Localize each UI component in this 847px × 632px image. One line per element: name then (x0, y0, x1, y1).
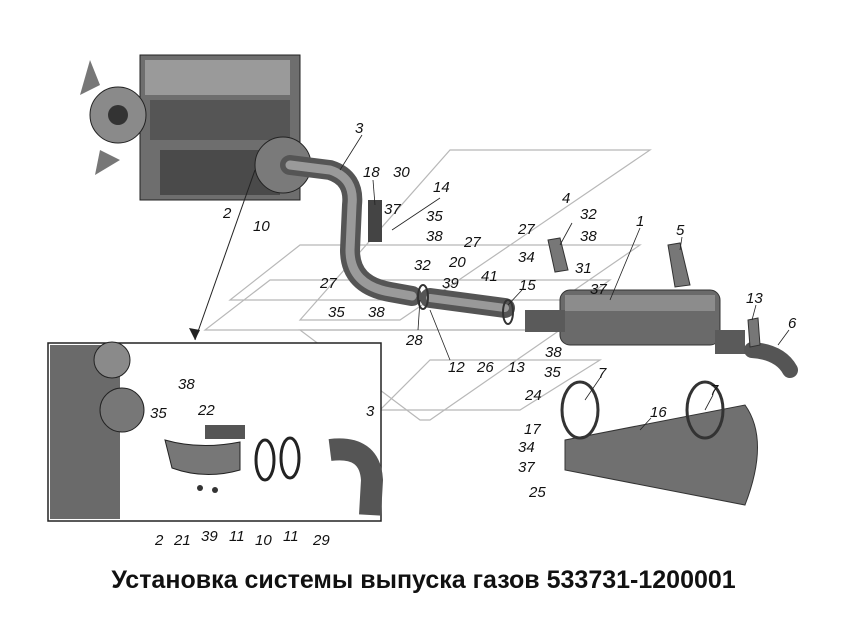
part-number-label: 38 (178, 376, 195, 393)
muffler-heat-shield (560, 380, 758, 506)
part-number-label: 29 (312, 532, 330, 549)
part-number-label: 18 (363, 164, 380, 181)
part-number-label: 39 (201, 528, 218, 545)
part-number-label: 38 (368, 304, 385, 321)
part-number-label: 12 (448, 359, 465, 376)
part-number-label: 14 (433, 179, 450, 196)
leader (194, 169, 256, 341)
part-number-label: 37 (590, 281, 607, 298)
part-number-label: 37 (518, 459, 535, 476)
bracket (747, 317, 761, 348)
part-number-label: 15 (519, 277, 536, 294)
part-number-label: 27 (319, 275, 337, 292)
part-number-label: 11 (229, 528, 245, 545)
part-number-label: 31 (575, 260, 592, 277)
engine-icon (80, 54, 312, 201)
part-number-label: 34 (518, 249, 535, 266)
part-number-label: 6 (788, 315, 797, 332)
part-number-label: 32 (414, 257, 431, 274)
part-number-label: 3 (355, 120, 364, 137)
part-number-label: 10 (253, 218, 270, 235)
muffler-icon (525, 289, 745, 354)
part-number-label: 2 (154, 532, 164, 549)
part-number-label: 38 (545, 344, 562, 361)
part-number-label: 1 (636, 213, 644, 230)
part-number-label: 35 (426, 208, 443, 225)
part-number-label: 4 (562, 190, 570, 207)
part-number-label: 17 (524, 421, 541, 438)
part-number-label: 39 (442, 275, 459, 292)
part-number-label: 35 (150, 405, 167, 422)
detail-inset (47, 341, 384, 522)
bracket (547, 237, 569, 273)
part-number-label: 10 (255, 532, 272, 549)
exhaust-pipe (280, 155, 515, 318)
part-number-label: 41 (481, 268, 498, 285)
arrow-icon (189, 328, 200, 340)
part-number-label: 27 (463, 234, 481, 251)
bracket (667, 242, 691, 288)
part-number-label: 35 (328, 304, 345, 321)
part-number-label: 35 (544, 364, 561, 381)
part-number-label: 34 (518, 439, 535, 456)
part-number-label: 11 (283, 528, 299, 545)
part-number-label: 38 (426, 228, 443, 245)
part-number-label: 20 (448, 254, 466, 271)
part-number-label: 5 (676, 222, 685, 239)
heat-shield-icon (368, 200, 382, 242)
diagram-title: Установка системы выпуска газов 533731-1… (111, 566, 736, 594)
tail-pipe (744, 342, 798, 378)
part-number-label: 26 (476, 359, 494, 376)
part-number-label: 28 (405, 332, 423, 349)
part-number-label: 37 (384, 201, 401, 218)
part-number-label: 27 (517, 221, 535, 238)
labels: 1 2 3 4 5 6 7 7 10 12 13 13 14 15 16 17 … (150, 120, 797, 549)
part-number-label: 3 (366, 403, 375, 420)
clamp (502, 299, 514, 325)
part-number-label: 24 (524, 387, 542, 404)
part-number-label: 22 (197, 402, 215, 419)
part-number-label: 2 (222, 205, 232, 222)
part-number-label: 21 (173, 532, 191, 549)
part-number-label: 25 (528, 484, 546, 501)
part-number-label: 13 (746, 290, 763, 307)
part-number-label: 32 (580, 206, 597, 223)
part-number-label: 30 (393, 164, 410, 181)
leader-lines (339, 134, 790, 431)
part-number-label: 38 (580, 228, 597, 245)
part-number-label: 13 (508, 359, 525, 376)
part-number-label: 7 (598, 365, 607, 382)
part-number-label: 7 (710, 382, 719, 399)
part-number-label: 16 (650, 404, 667, 421)
clamp (417, 284, 429, 310)
